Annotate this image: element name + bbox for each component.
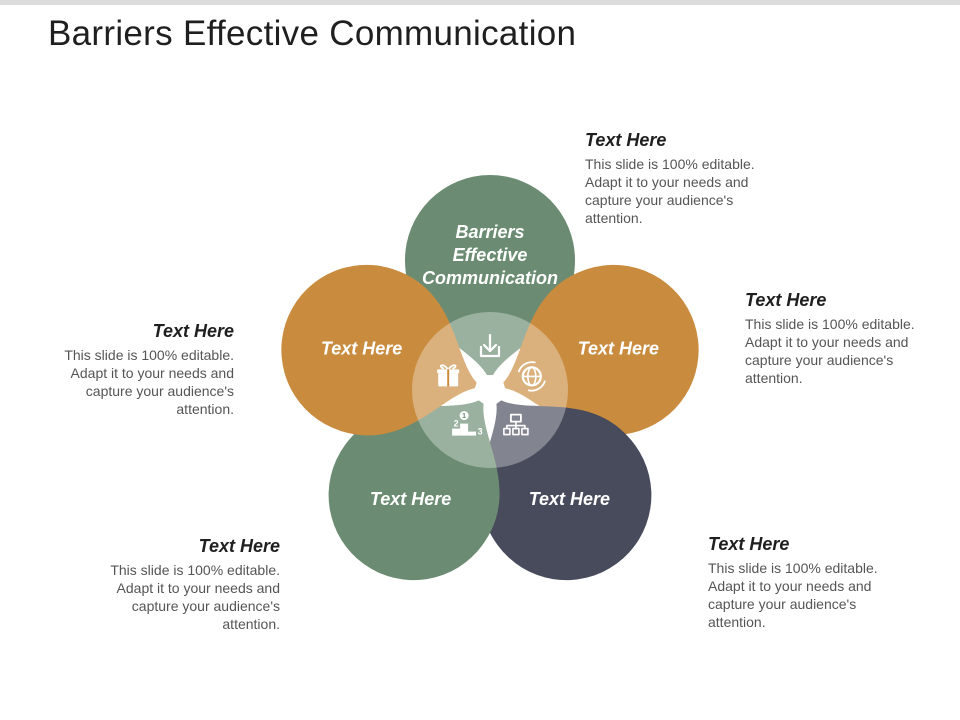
globe-icon xyxy=(517,361,546,392)
podium-label: 1 xyxy=(462,413,466,420)
callout-title: Text Here xyxy=(708,534,790,554)
podium-label: 2 xyxy=(454,419,459,429)
top-rule xyxy=(0,0,960,5)
callout-body: This slide is 100% editable. Adapt it to… xyxy=(585,156,755,226)
center-hub xyxy=(412,312,568,468)
podium-ranking-icon: 12 3 xyxy=(452,411,483,437)
org-chart-icon xyxy=(503,413,529,436)
callout-bottom-left: Text Here This slide is 100% editable. A… xyxy=(105,536,280,633)
petal-bottom-right: Text Here xyxy=(480,400,652,581)
petal-label: Text Here xyxy=(321,338,402,358)
petal-label: Effective xyxy=(453,245,528,265)
callout-right: Text Here This slide is 100% editable. A… xyxy=(745,290,920,387)
petal-label: Barriers xyxy=(455,222,524,242)
slide-title: Barriers Effective Communication xyxy=(48,14,577,53)
petal-left: Text Here xyxy=(281,264,477,436)
callout-body: This slide is 100% editable. Adapt it to… xyxy=(708,560,878,630)
callout-title: Text Here xyxy=(585,130,667,150)
petal-right: Text Here xyxy=(503,264,699,436)
callout-title: Text Here xyxy=(745,290,827,310)
petal-label: Text Here xyxy=(529,489,610,509)
callout-body: This slide is 100% editable. Adapt it to… xyxy=(64,347,234,417)
podium-label: 3 xyxy=(478,427,483,437)
callout-body: This slide is 100% editable. Adapt it to… xyxy=(110,562,280,632)
petal-label: Text Here xyxy=(370,489,451,509)
callout-body: This slide is 100% editable. Adapt it to… xyxy=(745,316,915,386)
petal-label: Communication xyxy=(422,268,558,288)
callout-left: Text Here This slide is 100% editable. A… xyxy=(59,321,234,418)
callout-title: Text Here xyxy=(198,536,280,556)
download-icon xyxy=(479,333,501,358)
callout-title: Text Here xyxy=(152,321,234,341)
callout-bottom-right: Text Here This slide is 100% editable. A… xyxy=(708,534,883,631)
petal-bottom-left: Text Here xyxy=(328,400,500,581)
callout-top-right: Text Here This slide is 100% editable. A… xyxy=(585,130,760,227)
gift-icon xyxy=(437,364,460,387)
petal-label: Text Here xyxy=(578,338,659,358)
